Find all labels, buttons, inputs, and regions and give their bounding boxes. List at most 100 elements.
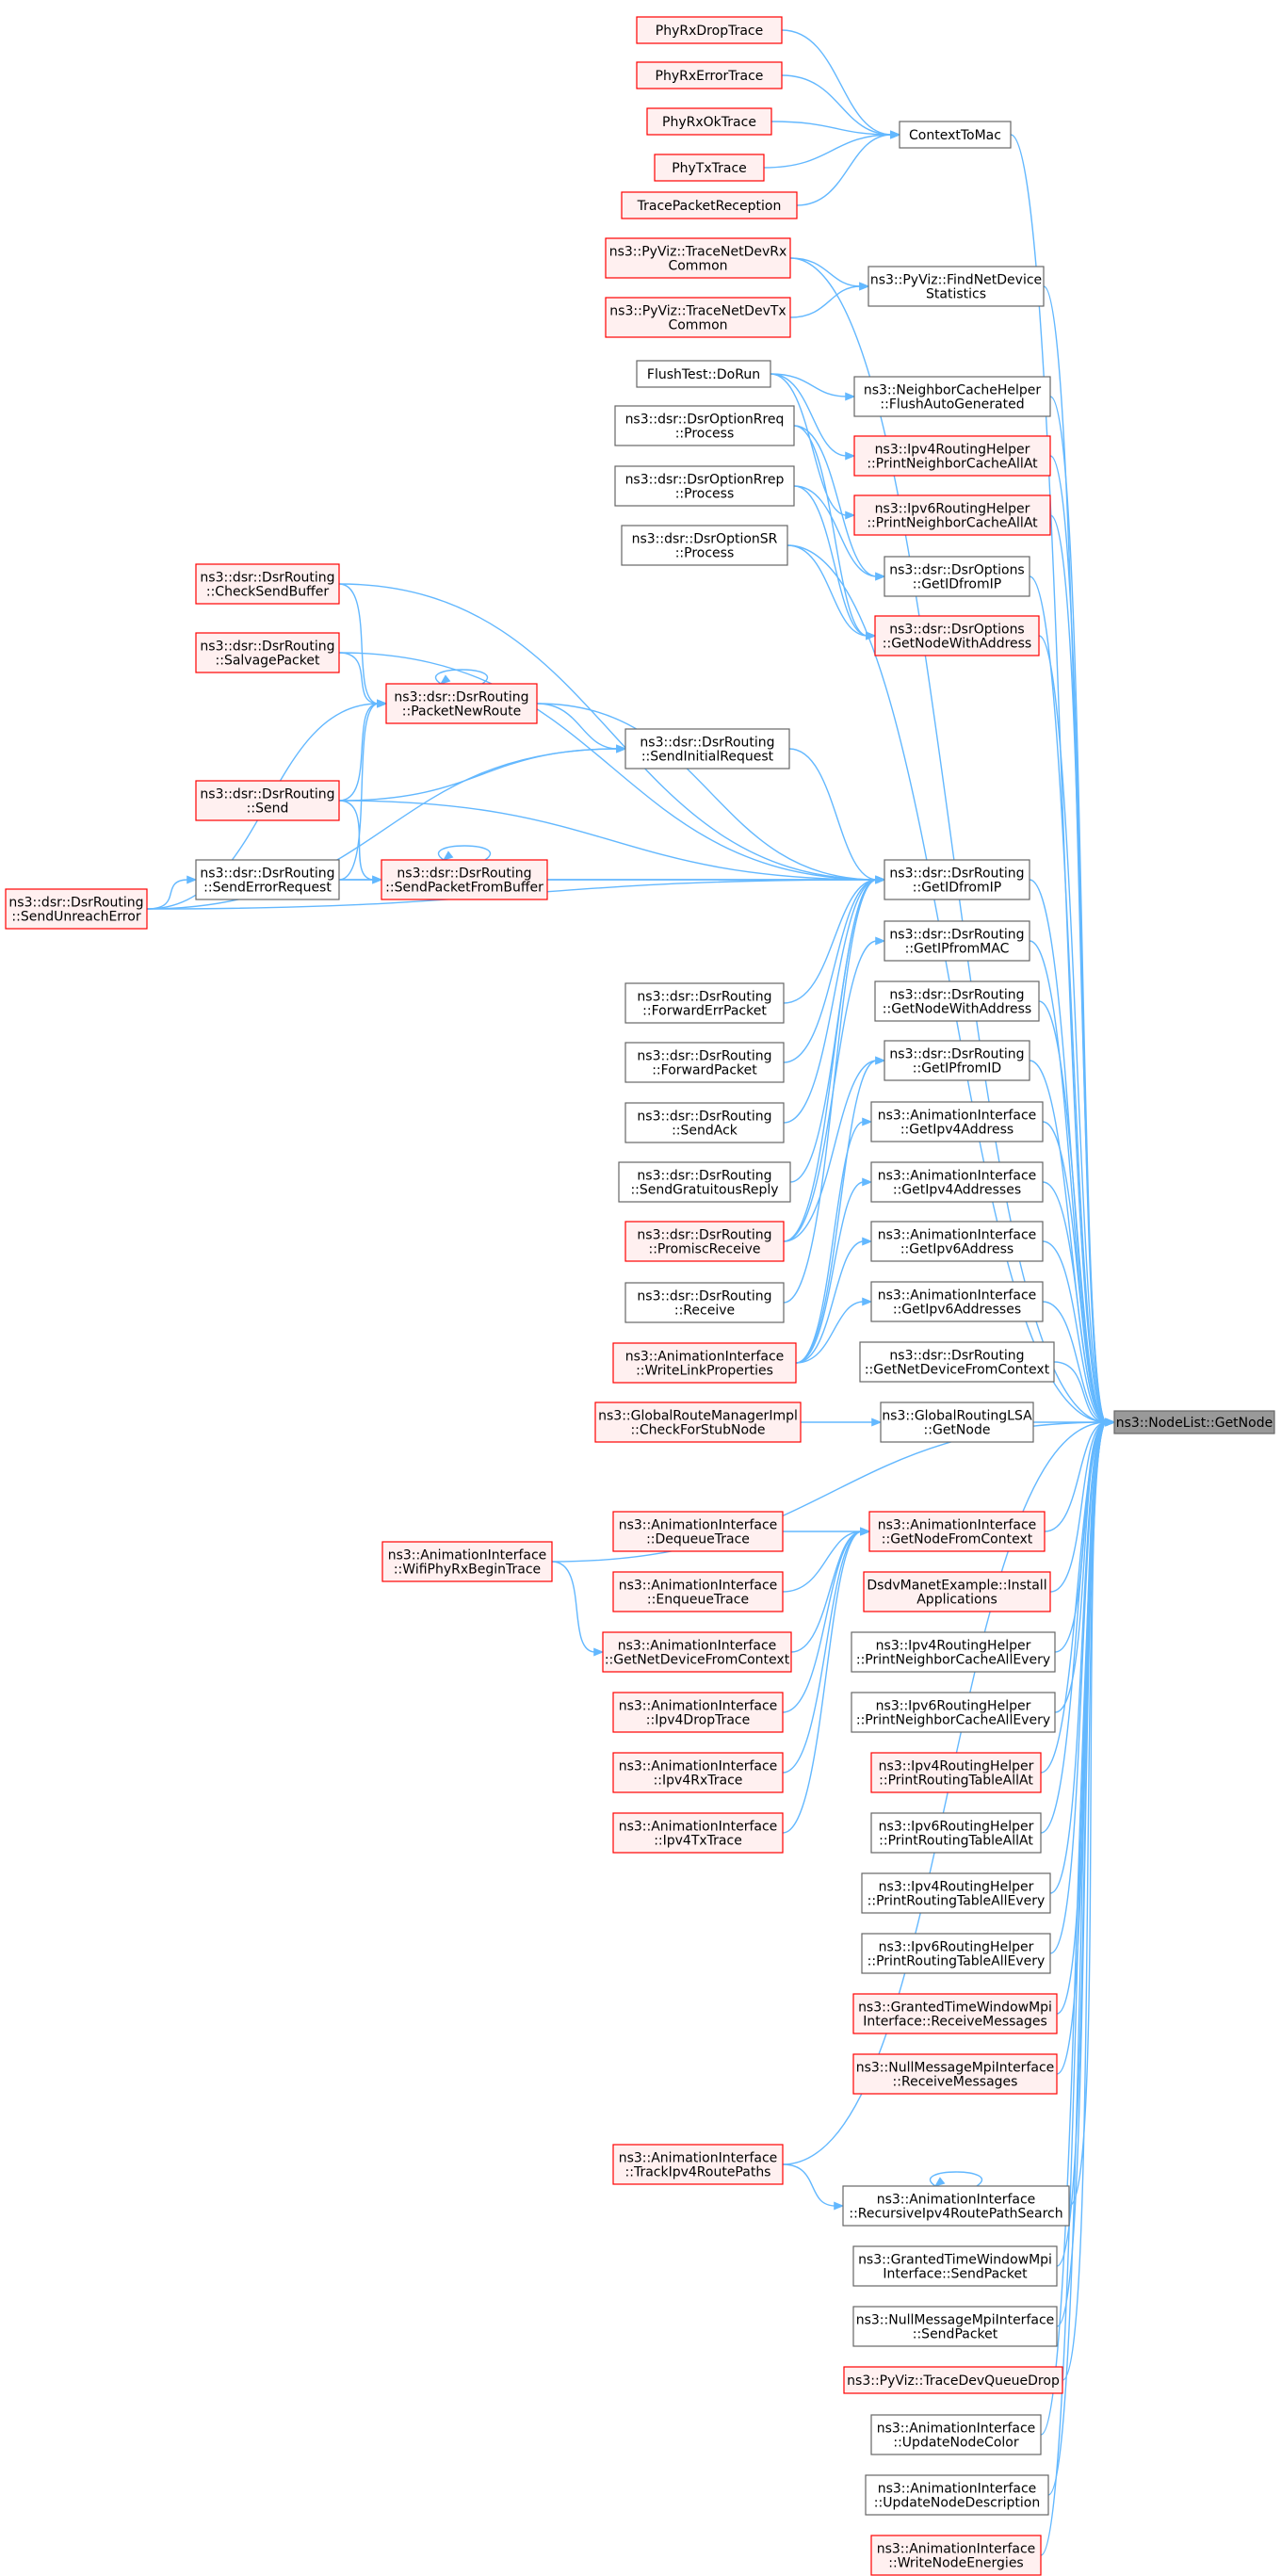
node-recursive-ipv4-route-path-search[interactable]: ns3::AnimationInterface::RecursiveIpv4Ro… (842, 2185, 1070, 2227)
edge-line (1049, 1421, 1108, 1894)
node-get-ipv6-address[interactable]: ns3::AnimationInterface::GetIpv6Address (870, 1221, 1044, 1262)
node-ipv6-print-neighbor-cache-all-every[interactable]: ns3::Ipv6RoutingHelper::PrintNeighborCac… (851, 1692, 1056, 1733)
node-ipv4-print-routing-table-all-every[interactable]: ns3::Ipv4RoutingHelper::PrintRoutingTabl… (861, 1872, 1051, 1914)
node-send[interactable]: ns3::dsr::DsrRouting::Send (195, 780, 340, 821)
node-dsr-option-rrep-process[interactable]: ns3::dsr::DsrOptionRrep::Process (614, 465, 795, 507)
node-flush-auto-generated[interactable]: ns3::NeighborCacheHelper::FlushAutoGener… (853, 376, 1051, 417)
node-trace-dev-queue-drop[interactable]: ns3::PyViz::TraceDevQueueDrop (843, 2366, 1063, 2394)
node-null-send-packet[interactable]: ns3::NullMessageMpiInterface::SendPacket (852, 2306, 1058, 2347)
node-ipv4-tx-trace[interactable]: ns3::AnimationInterface::Ipv4TxTrace (612, 1812, 784, 1854)
node-get-ipv4-address[interactable]: ns3::AnimationInterface::GetIpv4Address (870, 1101, 1044, 1142)
edge-arrowhead (834, 2201, 845, 2211)
node-send-ack[interactable]: ns3::dsr::DsrRouting::SendAck (624, 1102, 785, 1143)
node-anim-get-net-device-from-context[interactable]: ns3::AnimationInterface::GetNetDeviceFro… (602, 1631, 792, 1673)
node-dsr-option-srprocess[interactable]: ns3::dsr::DsrOptionSR::Process (621, 525, 788, 566)
node-trace-packet-reception[interactable]: TracePacketReception (621, 191, 798, 219)
node-phy-rx-ok-trace[interactable]: PhyRxOkTrace (646, 107, 772, 136)
node-get-ipv6-addresses[interactable]: ns3::AnimationInterface::GetIpv6Addresse… (870, 1281, 1044, 1322)
node-salvage-packet[interactable]: ns3::dsr::DsrRouting::SalvagePacket (195, 632, 340, 673)
node-write-node-energies[interactable]: ns3::AnimationInterface::WriteNodeEnergi… (870, 2535, 1042, 2576)
edge-line (1042, 1301, 1108, 1423)
node-get-ipfrom-id[interactable]: ns3::dsr::DsrRouting::GetIPfromID (884, 1040, 1030, 1081)
edge-line (1040, 1421, 1108, 2556)
node-forward-packet[interactable]: ns3::dsr::DsrRouting::ForwardPacket (624, 1042, 785, 1083)
node-dsr-routing-get-idfrom-ip[interactable]: ns3::dsr::DsrRouting::GetIDfromIP (884, 859, 1030, 900)
node-box (870, 1221, 1044, 1262)
node-granted-send-packet[interactable]: ns3::GrantedTimeWindowMpiInterface::Send… (852, 2245, 1058, 2287)
node-dsr-options-get-idfrom-ip[interactable]: ns3::dsr::DsrOptions::GetIDfromIP (884, 556, 1030, 597)
node-update-node-description[interactable]: ns3::AnimationInterface::UpdateNodeDescr… (865, 2474, 1049, 2516)
node-receive[interactable]: ns3::dsr::DsrRouting::Receive (624, 1282, 785, 1323)
edge-arrowhead (845, 392, 856, 401)
edge-line (1010, 134, 1108, 1423)
node-send-error-request[interactable]: ns3::dsr::DsrRouting::SendErrorRequest (195, 859, 340, 900)
node-box (899, 121, 1012, 149)
node-send-unreach-error[interactable]: ns3::dsr::DsrRouting::SendUnreachError (5, 888, 148, 930)
node-label: ::ForwardPacket (652, 1063, 757, 1078)
node-promisc-receive[interactable]: ns3::dsr::DsrRouting::PromiscReceive (624, 1221, 785, 1262)
node-label: Common (668, 318, 727, 333)
node-phy-tx-trace[interactable]: PhyTxTrace (654, 154, 765, 182)
node-null-receive-messages[interactable]: ns3::NullMessageMpiInterface::ReceiveMes… (852, 2053, 1058, 2095)
node-ipv4-rx-trace[interactable]: ns3::AnimationInterface::Ipv4RxTrace (612, 1752, 784, 1793)
node-ipv4-print-neighbor-cache-all-at[interactable]: ns3::Ipv4RoutingHelper::PrintNeighborCac… (853, 435, 1051, 477)
node-ipv6-print-routing-table-all-at[interactable]: ns3::Ipv6RoutingHelper::PrintRoutingTabl… (870, 1812, 1042, 1854)
node-dsr-option-rreq-process[interactable]: ns3::dsr::DsrOptionRreq::Process (614, 405, 795, 446)
node-get-ipfrom-mac[interactable]: ns3::dsr::DsrRouting::GetIPfromMAC (884, 920, 1030, 962)
node-global-routing-lsaget-node[interactable]: ns3::GlobalRoutingLSA::GetNode (880, 1401, 1034, 1443)
node-label: ns3::Ipv4RoutingHelper (876, 1639, 1031, 1654)
node-check-send-buffer[interactable]: ns3::dsr::DsrRouting::CheckSendBuffer (195, 563, 340, 605)
edge-arrowhead (875, 936, 886, 946)
edge-arrowhead (860, 1527, 871, 1536)
node-get-net-device-from-context-dsr[interactable]: ns3::dsr::DsrRouting::GetNetDeviceFromCo… (859, 1341, 1055, 1383)
node-ipv6-print-routing-table-all-every[interactable]: ns3::Ipv6RoutingHelper::PrintRoutingTabl… (861, 1933, 1051, 1974)
node-check-for-stub-node[interactable]: ns3::GlobalRouteManagerImpl::CheckForStu… (594, 1401, 802, 1443)
node-ipv4-drop-trace[interactable]: ns3::AnimationInterface::Ipv4DropTrace (612, 1692, 784, 1733)
node-packet-new-route[interactable]: ns3::dsr::DsrRouting::PacketNewRoute (385, 683, 538, 724)
node-label: ns3::Ipv4RoutingHelper (875, 443, 1030, 458)
node-update-node-color[interactable]: ns3::AnimationInterface::UpdateNodeColor (870, 2414, 1042, 2455)
node-flush-test-do-run[interactable]: FlushTest::DoRun (636, 360, 771, 388)
node-label: ns3::PyViz::TraceNetDevRx (609, 245, 787, 260)
node-enqueue-trace[interactable]: ns3::AnimationInterface::EnqueueTrace (612, 1571, 784, 1612)
node-box (654, 154, 765, 182)
node-write-link-properties[interactable]: ns3::AnimationInterface::WriteLinkProper… (612, 1342, 797, 1384)
node-granted-receive-messages[interactable]: ns3::GrantedTimeWindowMpiInterface::Rece… (852, 1993, 1058, 2034)
node-label: ns3::dsr::DsrRouting (637, 1049, 771, 1064)
node-send-gratuitous-reply[interactable]: ns3::dsr::DsrRouting::SendGratuitousRepl… (618, 1161, 791, 1203)
node-box (884, 556, 1030, 597)
node-node-list-get-node[interactable]: ns3::NodeList::GetNode (1113, 1410, 1275, 1434)
node-label: ns3::PyViz::FindNetDevice (870, 273, 1042, 288)
node-get-node-from-context[interactable]: ns3::AnimationInterface::GetNodeFromCont… (868, 1511, 1046, 1552)
node-forward-err-packet[interactable]: ns3::dsr::DsrRouting::ForwardErrPacket (624, 982, 785, 1024)
node-context-to-mac[interactable]: ContextToMac (899, 121, 1012, 149)
node-box (612, 1692, 784, 1733)
node-dsr-options-get-node-with-address[interactable]: ns3::dsr::DsrOptions::GetNodeWithAddress (874, 615, 1040, 656)
edge-line (782, 1531, 863, 1713)
node-send-initial-request[interactable]: ns3::dsr::DsrRouting::SendInitialRequest (624, 728, 790, 770)
node-get-ipv4-addresses[interactable]: ns3::AnimationInterface::GetIpv4Addresse… (870, 1161, 1044, 1203)
edge-line (793, 485, 878, 577)
node-box (195, 859, 340, 900)
node-ipv4-print-neighbor-cache-all-every[interactable]: ns3::Ipv4RoutingHelper::PrintNeighborCac… (851, 1631, 1056, 1673)
node-box (884, 859, 1030, 900)
node-wifi-phy-rx-begin-trace[interactable]: ns3::AnimationInterface::WifiPhyRxBeginT… (381, 1541, 553, 1582)
node-dequeue-trace[interactable]: ns3::AnimationInterface::DequeueTrace (612, 1511, 784, 1552)
edge-line (786, 544, 868, 637)
node-phy-rx-drop-trace[interactable]: PhyRxDropTrace (636, 16, 783, 44)
node-box (859, 1341, 1055, 1383)
node-send-packet-from-buffer[interactable]: ns3::dsr::DsrRouting::SendPacketFromBuff… (381, 859, 548, 900)
edge-line (1042, 1240, 1108, 1423)
node-phy-rx-error-trace[interactable]: PhyRxErrorTrace (636, 61, 783, 89)
node-box (624, 1282, 785, 1323)
node-ipv4-print-routing-table-all-at[interactable]: ns3::Ipv4RoutingHelper::PrintRoutingTabl… (870, 1752, 1042, 1793)
node-dsr-routing-get-node-with-address[interactable]: ns3::dsr::DsrRouting::GetNodeWithAddress (874, 980, 1040, 1022)
node-track-ipv4-route-paths[interactable]: ns3::AnimationInterface::TrackIpv4RouteP… (612, 2144, 784, 2185)
node-label: ::Receive (674, 1304, 735, 1319)
node-ipv6-print-neighbor-cache-all-at[interactable]: ns3::Ipv6RoutingHelper::PrintNeighborCac… (853, 494, 1051, 536)
